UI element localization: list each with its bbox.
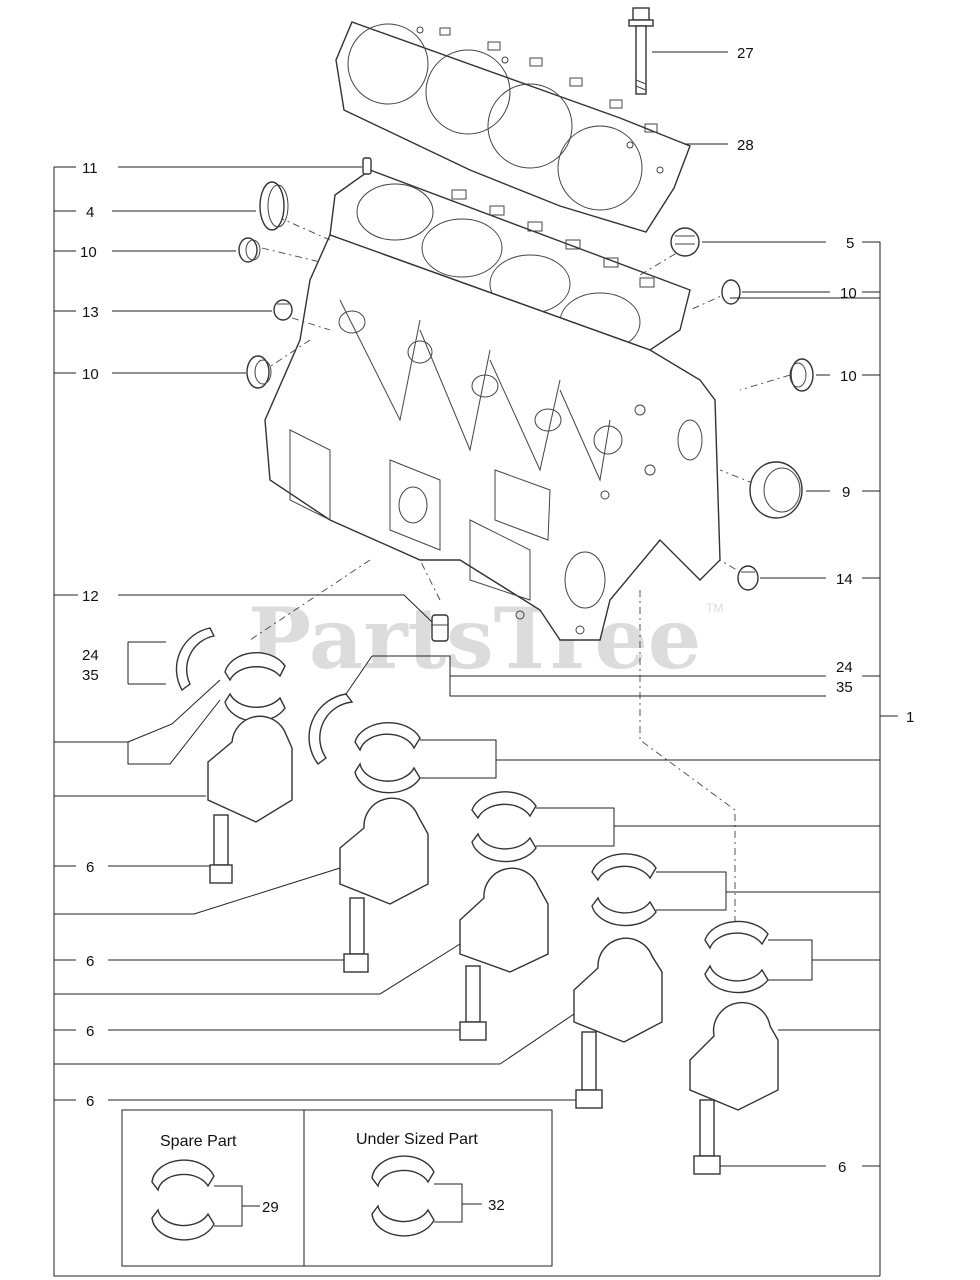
leader-lines: [53, 51, 898, 1277]
dowel-pin[interactable]: [362, 157, 372, 175]
thrust-washer-left[interactable]: [175, 627, 216, 692]
under-sized-bearing[interactable]: [371, 1155, 435, 1237]
main-bearing-4[interactable]: [591, 853, 657, 927]
callout-35-left[interactable]: 35: [82, 667, 99, 684]
plug-14[interactable]: [737, 565, 759, 591]
cylinder-block[interactable]: [264, 169, 721, 641]
head-bolt[interactable]: [628, 7, 654, 95]
main-bearing-cap-3[interactable]: [459, 867, 549, 1041]
callout-10-right-lower[interactable]: 10: [840, 368, 857, 385]
spare-part-title: Spare Part: [160, 1133, 237, 1150]
callout-10-left-upper[interactable]: 10: [80, 244, 97, 261]
callout-35-right[interactable]: 35: [836, 679, 853, 696]
callout-1[interactable]: 1: [906, 709, 914, 726]
main-bearing-cap-4[interactable]: [573, 937, 663, 1109]
legend-box: Spare Part Under Sized Part: [121, 1109, 553, 1267]
callout-4[interactable]: 4: [86, 204, 94, 221]
callout-9[interactable]: 9: [842, 484, 850, 501]
callout-6-b[interactable]: 6: [86, 953, 94, 970]
callout-24-left[interactable]: 24: [82, 647, 99, 664]
callout-6-d[interactable]: 6: [86, 1093, 94, 1110]
plug-10-right-lower[interactable]: [789, 358, 814, 392]
callout-12[interactable]: 12: [82, 588, 99, 605]
watermark-text: PartsTree: [248, 589, 701, 688]
callout-29[interactable]: 29: [262, 1199, 279, 1216]
callout-28[interactable]: 28: [737, 137, 754, 154]
main-bearing-cap-2[interactable]: [339, 797, 429, 973]
main-bearing-cap-1[interactable]: [207, 715, 293, 884]
callout-14[interactable]: 14: [836, 571, 853, 588]
under-sized-title: Under Sized Part: [356, 1131, 478, 1148]
callout-6-a[interactable]: 6: [86, 859, 94, 876]
plug-10-left-upper[interactable]: [238, 237, 261, 263]
head-gasket[interactable]: [335, 21, 691, 233]
thrust-washer-right[interactable]: [308, 693, 354, 765]
main-bearing-1[interactable]: [224, 652, 286, 722]
watermark-trademark: TM: [706, 601, 723, 615]
main-bearing-3[interactable]: [471, 791, 537, 863]
spare-bearing[interactable]: [151, 1159, 215, 1241]
plug-4[interactable]: [259, 181, 289, 231]
plug-10-left-lower[interactable]: [246, 355, 272, 389]
plug-10-right-upper[interactable]: [721, 279, 741, 305]
callout-6-e[interactable]: 6: [838, 1159, 846, 1176]
callout-10-right-upper[interactable]: 10: [840, 285, 857, 302]
bushing-9[interactable]: [749, 461, 803, 519]
callout-13[interactable]: 13: [82, 304, 99, 321]
callout-labels: 27 28 11 4 10 13 10 5 10 10 9 14 12 24 3…: [80, 45, 914, 1216]
callout-10-left-lower[interactable]: 10: [82, 366, 99, 383]
main-bearing-2[interactable]: [354, 722, 421, 794]
callout-24-right[interactable]: 24: [836, 659, 853, 676]
fitting-5[interactable]: [670, 227, 700, 257]
main-bearing-cap-5[interactable]: [689, 1001, 779, 1175]
fitting-13[interactable]: [273, 299, 293, 321]
callout-6-c[interactable]: 6: [86, 1023, 94, 1040]
callout-11[interactable]: 11: [82, 160, 98, 177]
callout-5[interactable]: 5: [846, 235, 854, 252]
pin-12[interactable]: [431, 614, 449, 642]
main-bearing-5[interactable]: [704, 920, 769, 994]
callout-32[interactable]: 32: [488, 1197, 505, 1214]
callout-27[interactable]: 27: [737, 45, 754, 62]
